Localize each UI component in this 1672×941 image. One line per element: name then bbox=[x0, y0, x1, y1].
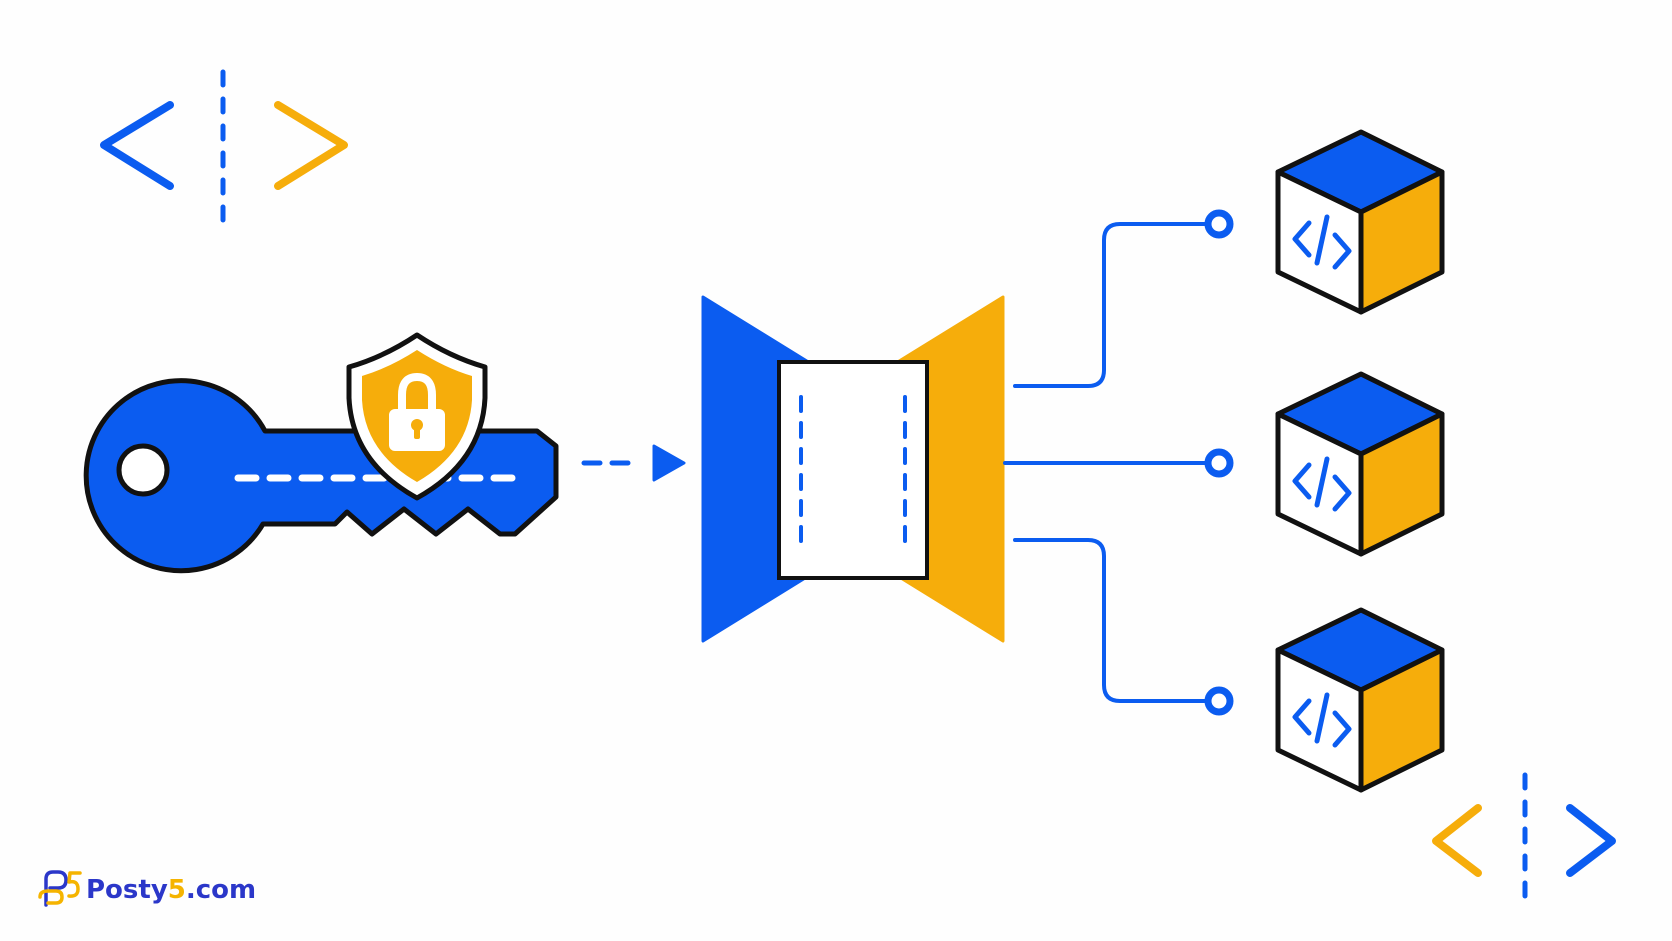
gateway-icon bbox=[701, 295, 1005, 643]
padlock-icon bbox=[389, 372, 445, 451]
connector-service-1 bbox=[1013, 222, 1207, 388]
endpoint-service-3 bbox=[1204, 686, 1234, 716]
service-cube-1 bbox=[1278, 132, 1442, 312]
code-cube-icon bbox=[1278, 610, 1442, 790]
brand-watermark: Posty5.com bbox=[36, 866, 256, 914]
flow-arrow bbox=[581, 444, 686, 482]
brand-name: Posty5.com bbox=[86, 866, 256, 914]
connector-lines bbox=[1003, 222, 1207, 703]
code-cube-icon bbox=[1278, 132, 1442, 312]
connector-service-3 bbox=[1013, 538, 1207, 703]
shield-icon bbox=[346, 332, 488, 501]
endpoint-service-2 bbox=[1204, 448, 1234, 478]
code-bracket-icon-bottom-right bbox=[1432, 772, 1616, 908]
code-cube-icon bbox=[1278, 374, 1442, 554]
connector-endpoints bbox=[1204, 209, 1234, 716]
code-bracket-icon-top-left bbox=[100, 69, 348, 225]
brand-domain-part: .com bbox=[185, 875, 257, 905]
service-cube-3 bbox=[1278, 610, 1442, 790]
brand-name-part: Posty bbox=[86, 875, 168, 905]
service-cube-2 bbox=[1278, 374, 1442, 554]
key-icon bbox=[83, 378, 559, 574]
endpoint-service-1 bbox=[1204, 209, 1234, 239]
brand-digit-part: 5 bbox=[167, 875, 186, 905]
brand-logo-icon bbox=[38, 870, 82, 907]
